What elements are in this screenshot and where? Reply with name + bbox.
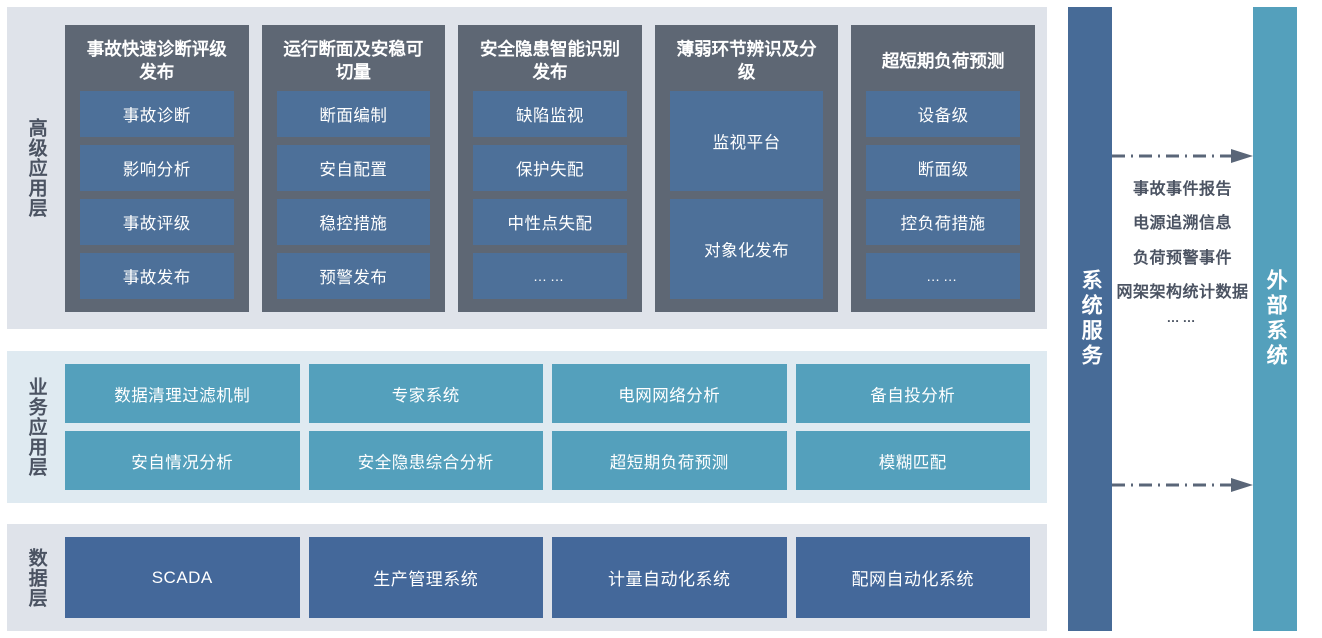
pillar-weak-link[interactable]: 薄弱环节辨识及分级 监视平台 对象化发布: [654, 25, 839, 312]
business-box[interactable]: 专家系统: [308, 364, 543, 423]
flow-label-list: 事故事件报告 电源追溯信息 负荷预警事件 网架架构统计数据 ……: [1112, 180, 1253, 327]
pillar-item[interactable]: 断面编制: [276, 91, 431, 137]
pillar-title: 安全隐患智能识别发布: [479, 39, 620, 82]
flow-label-ellipsis: ……: [1166, 309, 1199, 325]
pillar-item[interactable]: 事故评级: [80, 199, 234, 245]
pillar-items: 缺陷监视 保护失配 中性点失配 ……: [473, 91, 627, 299]
pillar-item[interactable]: 设备级: [866, 91, 1020, 137]
pillar-title: 薄弱环节辨识及分级: [676, 39, 817, 82]
external-system-bar[interactable]: 外部系统: [1253, 7, 1297, 631]
layer-stack: 高级应用层 事故快速诊断评级发布 事故诊断 影响分析 事故评级 事故发布 运行断…: [7, 7, 1047, 631]
pillar-item[interactable]: 缺陷监视: [473, 91, 627, 137]
pillar-title: 事故快速诊断评级发布: [86, 39, 227, 82]
pillar-item[interactable]: 影响分析: [80, 145, 234, 191]
layer-data-body: SCADA 生产管理系统 计量自动化系统 配网自动化系统: [65, 524, 1047, 631]
business-box[interactable]: 数据清理过滤机制: [65, 364, 300, 423]
pillar-item[interactable]: 事故发布: [80, 253, 234, 299]
business-box[interactable]: 电网网络分析: [552, 364, 787, 423]
business-box[interactable]: 超短期负荷预测: [552, 431, 787, 490]
pillar-item[interactable]: 安自配置: [276, 145, 431, 191]
pillar-item[interactable]: 控负荷措施: [866, 199, 1020, 245]
layer-data: 数据层 SCADA 生产管理系统 计量自动化系统 配网自动化系统: [7, 524, 1047, 631]
pillar-item[interactable]: 稳控措施: [276, 199, 431, 245]
layer-business-application: 业务应用层 数据清理过滤机制 专家系统 电网网络分析 备自投分析 安自情况分析 …: [7, 351, 1047, 503]
business-box[interactable]: 安自情况分析: [65, 431, 300, 490]
pillar-item-ellipsis[interactable]: ……: [866, 253, 1020, 299]
layer-label-business-application: 业务应用层: [25, 377, 47, 477]
layer-advanced-application: 高级应用层 事故快速诊断评级发布 事故诊断 影响分析 事故评级 事故发布 运行断…: [7, 7, 1047, 329]
flow-arrow-top-icon: [1112, 149, 1253, 163]
pillar-accident-diagnosis[interactable]: 事故快速诊断评级发布 事故诊断 影响分析 事故评级 事故发布: [65, 25, 249, 312]
pillar-item[interactable]: 预警发布: [276, 253, 431, 299]
system-service-bar[interactable]: 系统服务: [1068, 7, 1112, 631]
pillar-ultra-short-load-forecast[interactable]: 超短期负荷预测 设备级 断面级 控负荷措施 ……: [851, 25, 1035, 312]
pillar-items: 事故诊断 影响分析 事故评级 事故发布: [80, 91, 234, 299]
pillar-items: 设备级 断面级 控负荷措施 ……: [866, 91, 1020, 299]
data-source-box[interactable]: 生产管理系统: [308, 537, 543, 618]
pillar-safety-hazard[interactable]: 安全隐患智能识别发布 缺陷监视 保护失配 中性点失配 ……: [458, 25, 642, 312]
data-source-box[interactable]: 配网自动化系统: [795, 537, 1030, 618]
pillar-title: 运行断面及安稳可切量: [283, 39, 424, 82]
data-source-box[interactable]: SCADA: [65, 537, 300, 618]
flow-label: 电源追溯信息: [1132, 215, 1232, 233]
pillar-item[interactable]: 监视平台: [669, 91, 824, 191]
pillar-operation-section[interactable]: 运行断面及安稳可切量 断面编制 安自配置 稳控措施 预警发布: [261, 25, 446, 312]
pillar-item[interactable]: 断面级: [866, 145, 1020, 191]
layer-label-data: 数据层: [25, 547, 47, 608]
business-box[interactable]: 模糊匹配: [795, 431, 1030, 490]
layer-business-body: 数据清理过滤机制 专家系统 电网网络分析 备自投分析 安自情况分析 安全隐患综合…: [65, 351, 1047, 503]
pillar-item[interactable]: 中性点失配: [473, 199, 627, 245]
data-source-box[interactable]: 计量自动化系统: [552, 537, 787, 618]
pillar-item-ellipsis[interactable]: ……: [473, 253, 627, 299]
flow-label: 网架架构统计数据: [1116, 284, 1249, 302]
pillar-items: 监视平台 对象化发布: [669, 91, 824, 299]
pillar-title: 超短期负荷预测: [881, 50, 1005, 71]
pillar-item[interactable]: 保护失配: [473, 145, 627, 191]
flow-area: 事故事件报告 电源追溯信息 负荷预警事件 网架架构统计数据 ……: [1112, 7, 1253, 631]
pillar-item[interactable]: 对象化发布: [669, 199, 824, 299]
flow-label: 负荷预警事件: [1132, 249, 1232, 267]
flow-label: 事故事件报告: [1132, 181, 1232, 198]
layer-advanced-body: 事故快速诊断评级发布 事故诊断 影响分析 事故评级 事故发布 运行断面及安稳可切…: [65, 7, 1047, 329]
flow-arrow-bottom-icon: [1112, 478, 1253, 492]
pillar-items: 断面编制 安自配置 稳控措施 预警发布: [276, 91, 431, 299]
business-box[interactable]: 备自投分析: [795, 364, 1030, 423]
layer-label-advanced-application: 高级应用层: [25, 118, 47, 218]
business-box[interactable]: 安全隐患综合分析: [308, 431, 543, 490]
pillar-item[interactable]: 事故诊断: [80, 91, 234, 137]
